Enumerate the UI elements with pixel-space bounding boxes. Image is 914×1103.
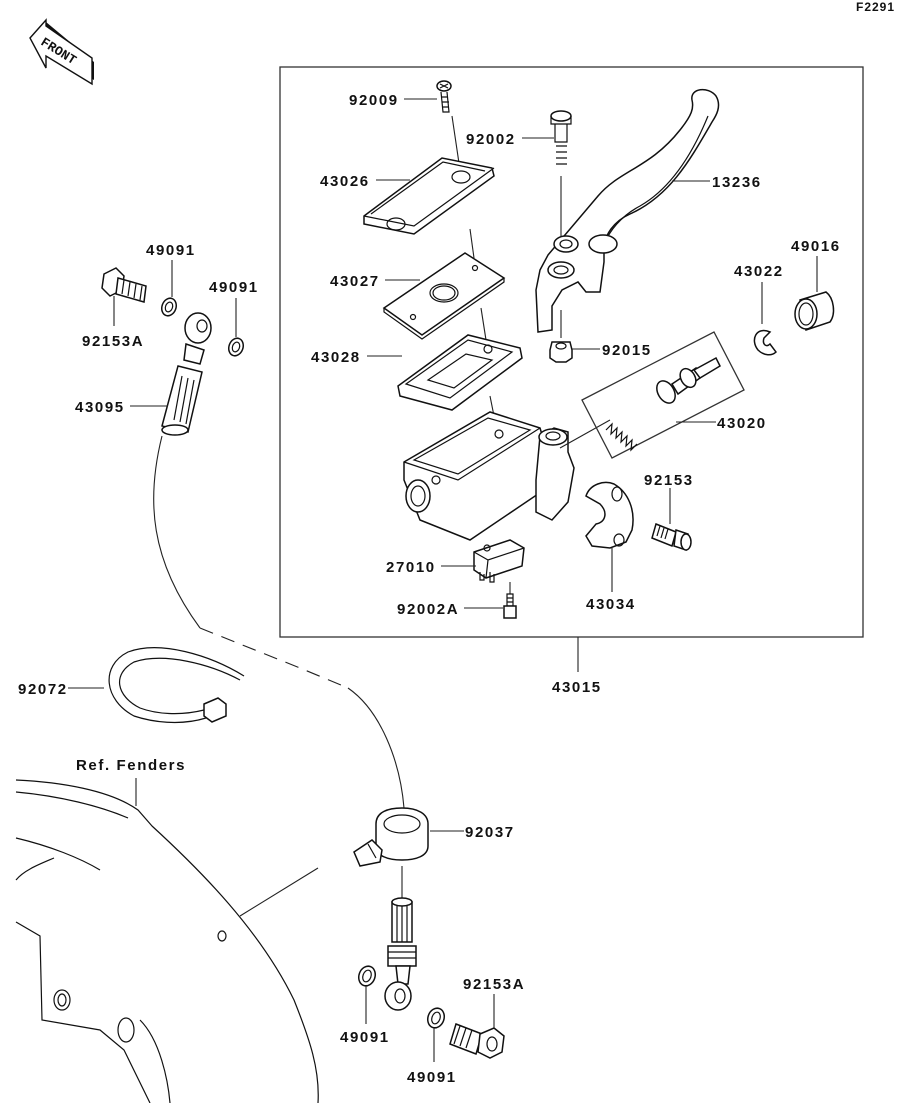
part-label-92002[interactable]: 92002 bbox=[466, 131, 516, 148]
part-label-43028[interactable]: 43028 bbox=[311, 349, 361, 366]
part-label-43034[interactable]: 43034 bbox=[586, 596, 636, 613]
part-label-49091-upper-right[interactable]: 49091 bbox=[209, 279, 259, 296]
part-92002A-switch-screw[interactable] bbox=[503, 593, 517, 619]
reference-fenders-label: Ref. Fenders bbox=[76, 757, 186, 774]
part-label-43015[interactable]: 43015 bbox=[552, 679, 602, 696]
part-92037-hose-clamp[interactable] bbox=[353, 807, 429, 867]
part-92072-cable-band[interactable] bbox=[108, 647, 245, 724]
part-92153A-banjo-bolt-lower[interactable] bbox=[449, 1023, 505, 1059]
part-label-92153A-upper[interactable]: 92153A bbox=[82, 333, 144, 350]
part-49091-gasket-lower-left[interactable] bbox=[356, 964, 378, 988]
part-label-92037[interactable]: 92037 bbox=[465, 824, 515, 841]
part-43022-circlip[interactable] bbox=[753, 329, 777, 356]
part-label-27010[interactable]: 27010 bbox=[386, 559, 436, 576]
hose-line-lower bbox=[347, 687, 405, 809]
part-label-92072[interactable]: 92072 bbox=[18, 681, 68, 698]
part-label-49016[interactable]: 49016 bbox=[791, 238, 841, 255]
part-43034-holder-clamp[interactable] bbox=[585, 481, 634, 549]
part-label-92002A[interactable]: 92002A bbox=[397, 601, 459, 618]
part-label-43027[interactable]: 43027 bbox=[330, 273, 380, 290]
part-43095-brake-hose-lower-end[interactable] bbox=[384, 897, 417, 1011]
part-92015-nut[interactable] bbox=[549, 341, 573, 363]
part-label-49091-lower-right[interactable]: 49091 bbox=[407, 1069, 457, 1086]
part-43095-brake-hose[interactable] bbox=[161, 312, 212, 436]
part-43026-reservoir-cap[interactable] bbox=[363, 157, 495, 235]
part-27010-brake-light-switch[interactable] bbox=[473, 539, 525, 583]
part-label-43022[interactable]: 43022 bbox=[734, 263, 784, 280]
hose-line bbox=[153, 435, 201, 629]
part-label-92153[interactable]: 92153 bbox=[644, 472, 694, 489]
part-label-13236[interactable]: 13236 bbox=[712, 174, 762, 191]
part-92153-clamp-bolt[interactable] bbox=[651, 522, 692, 552]
figure-code: F2291 bbox=[856, 0, 895, 14]
part-43027-cap-plate[interactable] bbox=[382, 252, 506, 340]
part-label-43026[interactable]: 43026 bbox=[320, 173, 370, 190]
hose-line-hidden bbox=[199, 627, 349, 689]
part-92002-pivot-bolt[interactable] bbox=[550, 110, 572, 165]
part-49091-gasket-upper-left[interactable] bbox=[159, 296, 178, 318]
part-49091-gasket-lower-right[interactable] bbox=[425, 1006, 447, 1030]
part-label-92009[interactable]: 92009 bbox=[349, 92, 399, 109]
front-arrow-icon: FRONT bbox=[29, 18, 94, 86]
part-label-49091-upper-left[interactable]: 49091 bbox=[146, 242, 196, 259]
assembly-box bbox=[279, 66, 864, 638]
part-label-49091-lower-left[interactable]: 49091 bbox=[340, 1029, 390, 1046]
part-label-92153A-lower[interactable]: 92153A bbox=[463, 976, 525, 993]
part-49016-dust-boot[interactable] bbox=[794, 291, 835, 331]
part-13236-brake-lever[interactable] bbox=[535, 88, 720, 333]
fender-reference-outline bbox=[15, 779, 319, 1103]
master-cylinder-body bbox=[403, 411, 575, 541]
part-49091-gasket-upper-right[interactable] bbox=[226, 336, 245, 358]
part-92153A-banjo-bolt-upper[interactable] bbox=[101, 267, 147, 303]
part-label-43095[interactable]: 43095 bbox=[75, 399, 125, 416]
part-92009-screw[interactable] bbox=[436, 80, 452, 113]
part-43028-diaphragm[interactable] bbox=[397, 334, 523, 411]
part-label-43020[interactable]: 43020 bbox=[717, 415, 767, 432]
part-43020-piston-kit[interactable] bbox=[581, 331, 745, 459]
part-label-92015[interactable]: 92015 bbox=[602, 342, 652, 359]
